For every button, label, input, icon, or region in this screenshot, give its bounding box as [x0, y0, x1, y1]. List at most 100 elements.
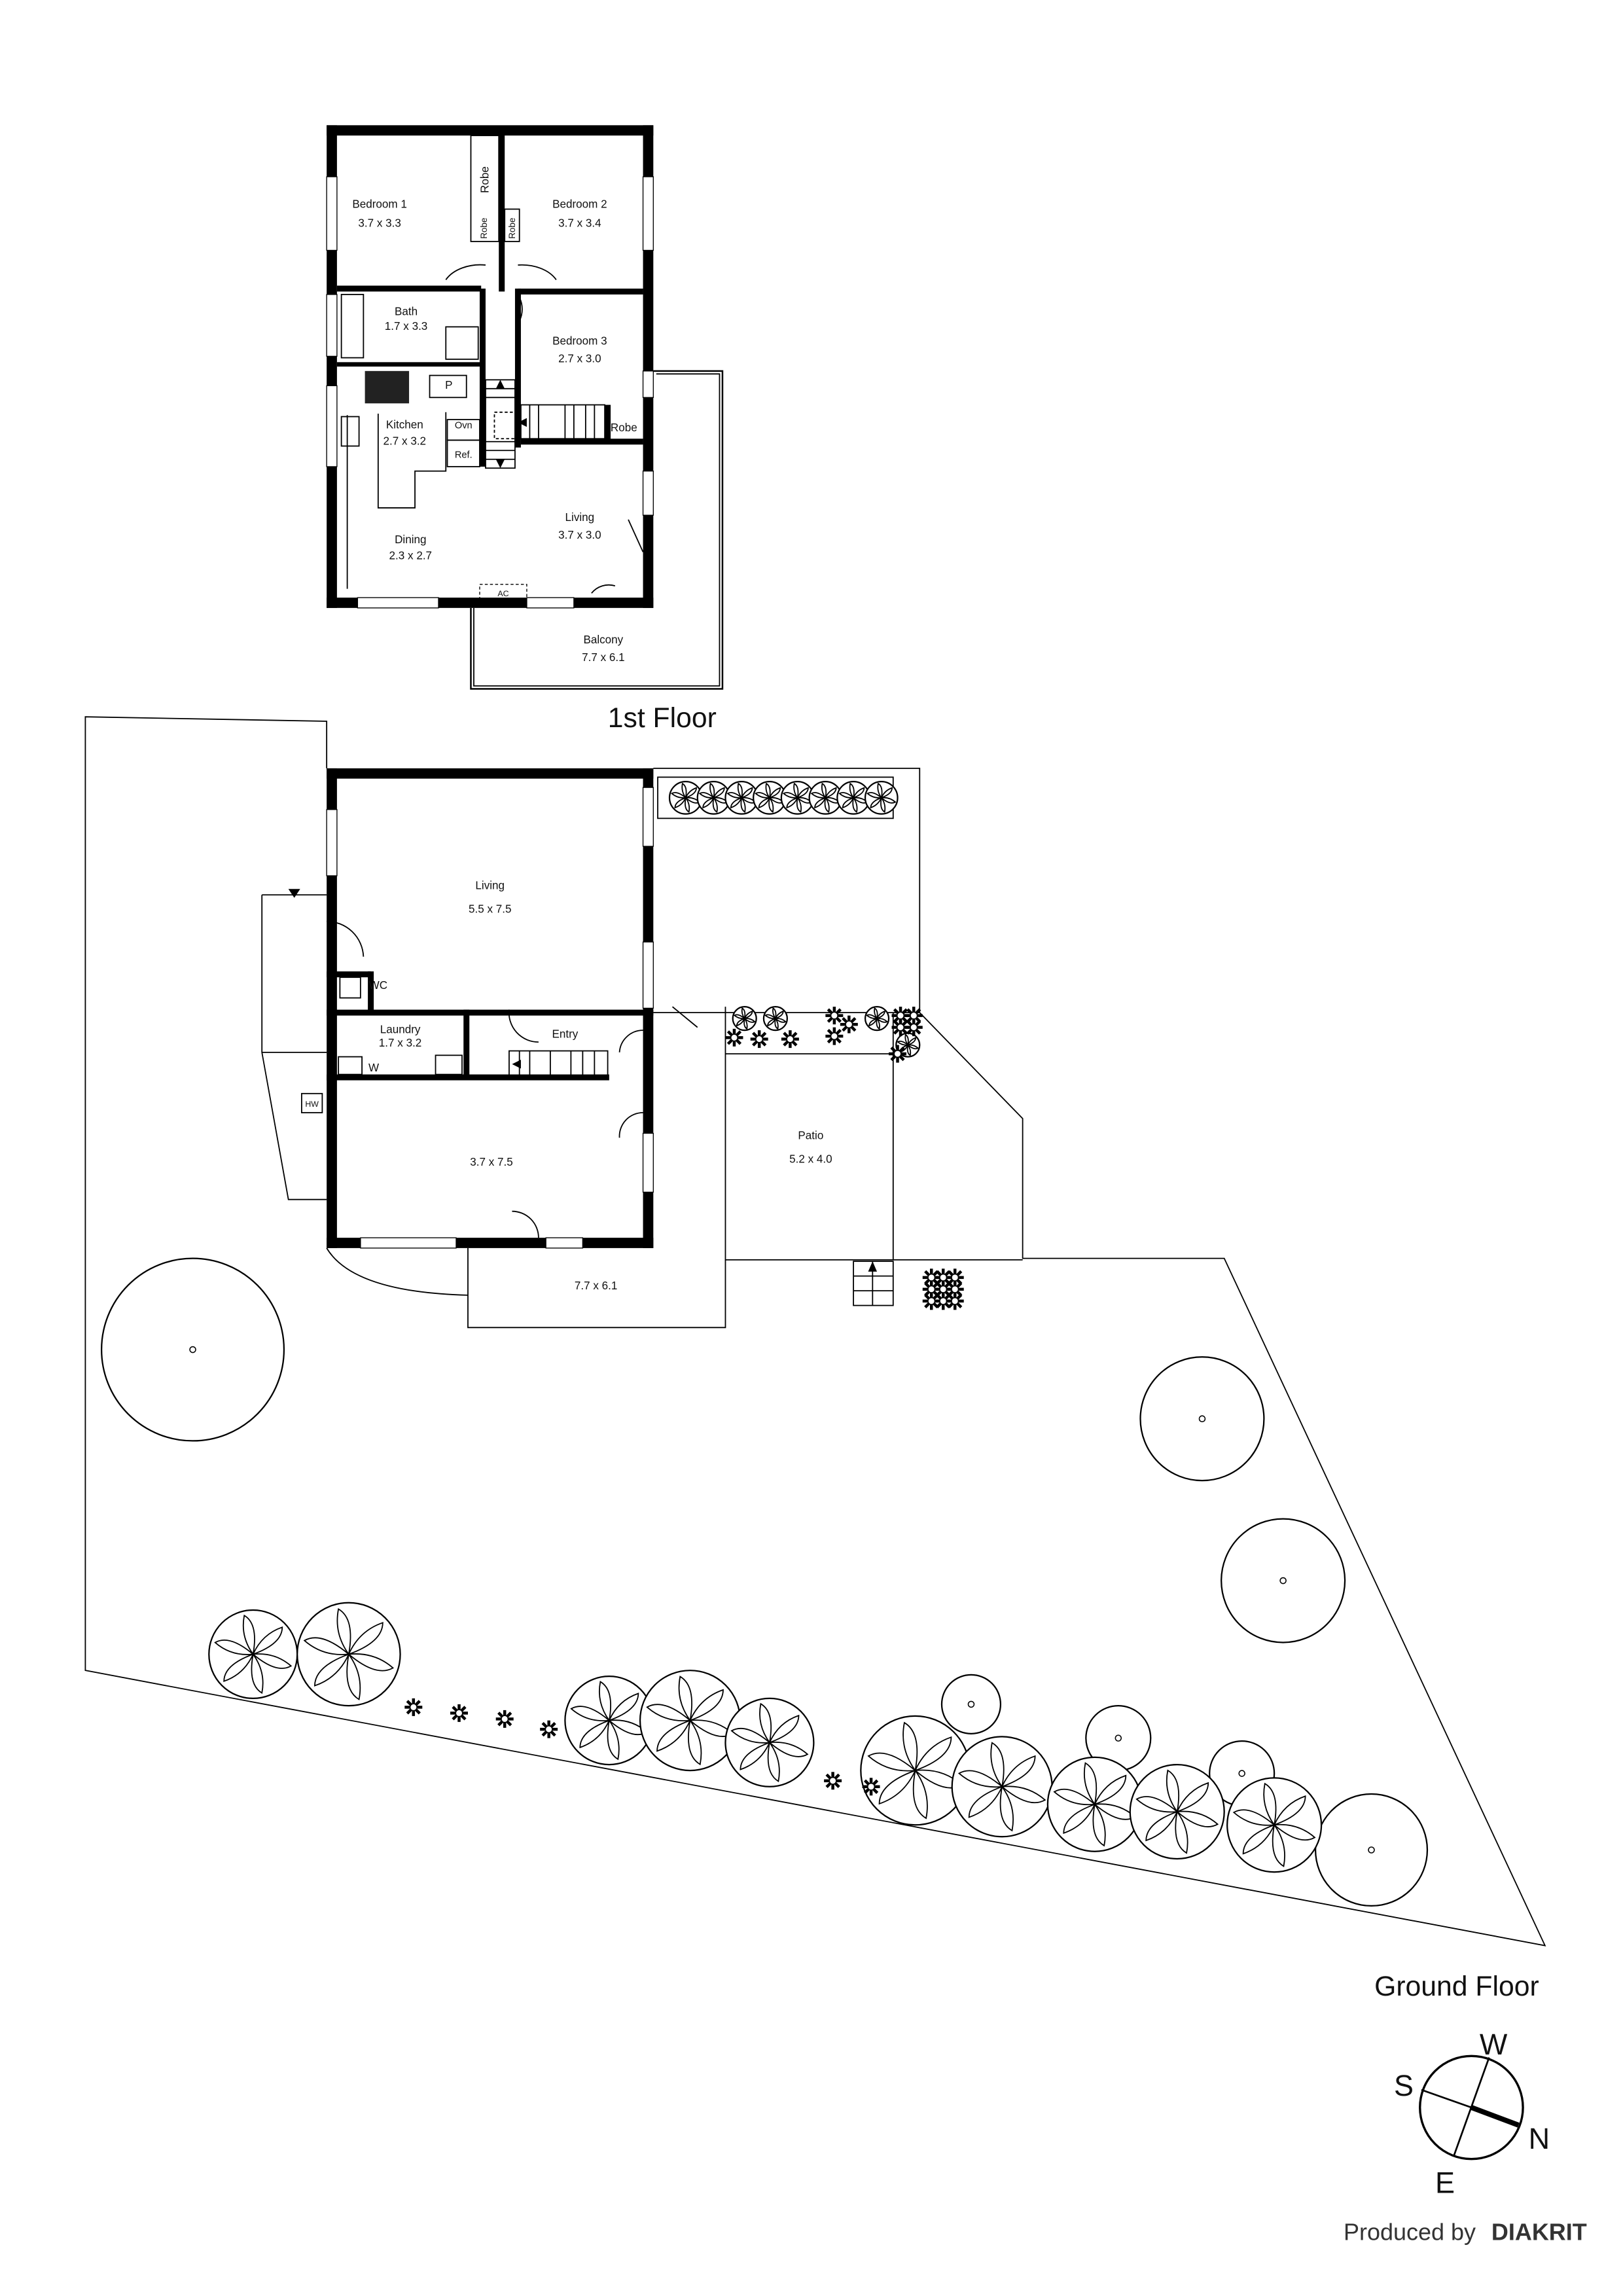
- leaf-icon: [598, 1681, 611, 1721]
- shrub-center-icon: [731, 1034, 738, 1041]
- shrub-center-icon: [897, 1024, 904, 1031]
- leaf-icon: [741, 1007, 746, 1019]
- room-size: 2.7 x 3.0: [558, 352, 601, 365]
- leaf-icon: [681, 782, 687, 798]
- leaf-icon: [867, 1752, 916, 1772]
- leaf-icon: [1274, 1795, 1306, 1826]
- leaf-icon: [348, 1622, 383, 1655]
- leaf-icon: [223, 1653, 254, 1682]
- ground-floor-plan: Living 5.5 x 7.5 WC Laundry 1.7 x 3.2 W …: [84, 716, 1546, 2002]
- room-kitchen: Kitchen 2.7 x 3.2: [383, 419, 427, 448]
- leaf-icon: [726, 792, 742, 798]
- leaf-icon: [698, 792, 715, 798]
- leaf-icon: [849, 782, 855, 798]
- leaf-icon: [1272, 1824, 1285, 1867]
- leaf-icon: [702, 797, 715, 809]
- entry-label: Entry: [552, 1028, 578, 1040]
- room-size: 5.2 x 4.0: [789, 1153, 832, 1165]
- leaf-icon: [685, 797, 690, 814]
- leaf-icon: [242, 1614, 255, 1655]
- shrub-center-icon: [546, 1726, 552, 1732]
- leaf-icon: [838, 792, 854, 798]
- robe-label: Robe: [479, 218, 489, 239]
- room-living-upper: Living 3.7 x 3.0: [558, 511, 601, 541]
- room-name: Kitchen: [386, 419, 423, 431]
- credit-prefix: Produced by: [1344, 2218, 1476, 2245]
- exterior-wall: [327, 125, 654, 136]
- room-size: 3.7 x 3.4: [558, 217, 601, 229]
- leaf-icon: [1063, 1803, 1096, 1835]
- leaf-icon: [782, 792, 798, 798]
- leaf-icon: [775, 1018, 787, 1023]
- leaf-icon: [870, 797, 882, 809]
- leaf-icon: [1232, 1809, 1275, 1826]
- ground-floor-title: Ground Floor: [1374, 1971, 1539, 2002]
- room-size: 2.7 x 3.2: [383, 435, 427, 447]
- leaf-icon: [824, 797, 830, 814]
- leaf-icon: [737, 782, 743, 798]
- leaf-icon: [880, 787, 893, 798]
- leaf-icon: [348, 1653, 395, 1672]
- leaf-icon: [1166, 1769, 1179, 1812]
- room-name: Living: [565, 511, 595, 524]
- leaf-icon: [914, 1736, 952, 1771]
- leaf-icon: [579, 1719, 610, 1749]
- leaf-icon: [842, 797, 854, 809]
- leaf-icon: [767, 1018, 776, 1027]
- leaf-icon: [1242, 1824, 1275, 1855]
- leaf-icon: [876, 1018, 880, 1030]
- room-size: 1.7 x 3.3: [385, 320, 428, 332]
- leaf-icon: [755, 792, 770, 798]
- leaf-icon: [767, 1742, 780, 1782]
- shrub-center-icon: [928, 1274, 935, 1281]
- leaf-icon: [765, 782, 771, 798]
- leaf-icon: [674, 797, 687, 809]
- leaf-icon: [1092, 1804, 1106, 1847]
- wc-label: WC: [369, 979, 387, 992]
- compass-west: W: [1480, 2028, 1508, 2061]
- leaf-icon: [741, 787, 753, 798]
- shrub-center-icon: [940, 1286, 946, 1293]
- tree-trunk-icon: [967, 1700, 975, 1708]
- leaf-icon: [768, 797, 774, 814]
- leaf-icon: [303, 1637, 349, 1655]
- room-name: Laundry: [380, 1024, 421, 1036]
- shrub-center-icon: [456, 1710, 463, 1716]
- tree-trunk-icon: [1198, 1415, 1206, 1422]
- leaf-icon: [656, 1719, 691, 1752]
- leaf-icon: [689, 1689, 724, 1721]
- leaf-icon: [346, 1653, 361, 1700]
- windows: [326, 176, 654, 609]
- leaf-icon: [709, 782, 715, 798]
- leaf-icon: [878, 1770, 916, 1805]
- leaf-icon: [214, 1640, 254, 1655]
- leaf-icon: [874, 1007, 878, 1019]
- leaf-icon: [897, 1040, 908, 1046]
- leaf-icon: [1001, 1785, 1046, 1804]
- tree-canopy-icon: [101, 1257, 285, 1442]
- shrub-center-icon: [940, 1274, 946, 1281]
- leaf-icon: [609, 1693, 639, 1721]
- tree-trunk-icon: [1238, 1770, 1245, 1777]
- leaf-icon: [253, 1653, 293, 1669]
- room-size: 1.7 x 3.2: [379, 1037, 422, 1049]
- leaf-icon: [740, 797, 746, 814]
- room-size: 3.7 x 7.5: [470, 1156, 513, 1168]
- leaf-icon: [1135, 1796, 1178, 1813]
- leaf-icon: [906, 1045, 912, 1056]
- shrub-center-icon: [846, 1021, 852, 1028]
- room-size: 5.5 x 7.5: [469, 903, 512, 915]
- leaf-icon: [759, 1702, 772, 1743]
- leaf-icon: [730, 1727, 770, 1744]
- room-patio: Patio 5.2 x 4.0: [789, 1130, 832, 1166]
- washer-label: W: [368, 1062, 380, 1074]
- shrub-center-icon: [928, 1286, 935, 1293]
- leaf-icon: [902, 1721, 918, 1771]
- room-dining: Dining 2.3 x 2.7: [389, 533, 433, 562]
- leaf-icon: [769, 1714, 800, 1744]
- compass-rose-icon: [1419, 2054, 1524, 2161]
- leaf-icon: [1053, 1788, 1096, 1806]
- leaf-icon: [688, 1720, 702, 1766]
- tree-canopy-icon: [1139, 1356, 1265, 1482]
- oven-label: Ovn: [455, 421, 473, 431]
